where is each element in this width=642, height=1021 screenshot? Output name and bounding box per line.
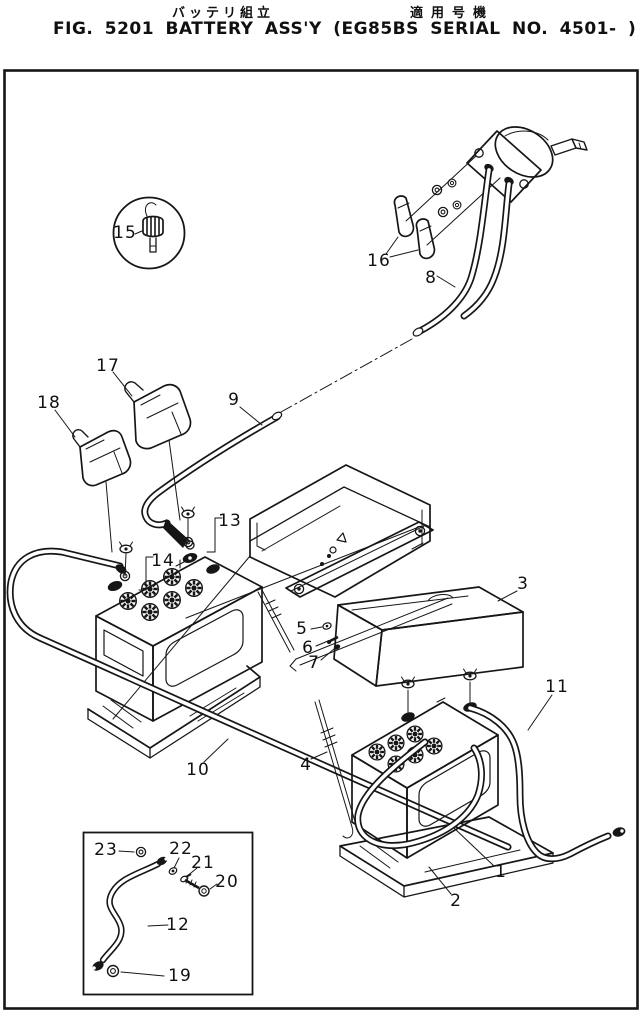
leader-5 [310, 626, 323, 630]
left-battery-stand [87, 665, 261, 759]
callout-17: 17 [96, 356, 120, 376]
leader-7 [320, 648, 335, 661]
terminal-boots-16 [385, 195, 436, 260]
polarity-mark [175, 559, 185, 569]
cable-8 [412, 166, 513, 337]
callout-4: 4 [300, 755, 312, 775]
header-japanese-title: バッテリ組立 [172, 6, 275, 21]
terminal-boot-17 [112, 371, 192, 521]
callout-8: 8 [425, 268, 437, 288]
detail-circle-part15 [112, 196, 186, 270]
header-japanese-serial-label: 適用号機 [410, 6, 495, 21]
leader-16 [385, 236, 399, 255]
leader-1 [453, 827, 495, 867]
bracket-13 [206, 517, 223, 553]
rear-rod [257, 589, 295, 653]
wing-bolt-13 [180, 506, 223, 563]
callout-2: 2 [450, 891, 462, 911]
callout-9: 9 [228, 390, 240, 410]
leader-22 [173, 857, 180, 869]
diagram-border [3, 69, 639, 1010]
right-loop-cable [354, 738, 485, 849]
leader-9 [239, 406, 263, 426]
leader-2 [428, 866, 452, 895]
leader-16 [389, 249, 419, 258]
callout-16: 16 [367, 251, 391, 271]
terminal-boot-18 [54, 409, 132, 553]
callout-22: 22 [169, 839, 193, 859]
mounting-plate [289, 597, 453, 672]
callout-12: 12 [166, 915, 190, 935]
leader-15 [134, 230, 143, 235]
callout-19: 19 [168, 966, 192, 986]
callout-10: 10 [186, 760, 210, 780]
figure-title: FIG. 5201 BATTERY ASS'Y (EG85BS SERIAL N… [53, 19, 637, 39]
wing-bolt-14 [118, 541, 154, 591]
leader-11 [527, 694, 553, 731]
callout-11: 11 [545, 677, 569, 697]
leader-4 [310, 751, 328, 760]
callout-21: 21 [191, 853, 215, 873]
leader-17 [112, 371, 133, 397]
leader-20 [209, 883, 218, 890]
cable-10 [6, 547, 512, 851]
cable-11 [466, 694, 626, 863]
callout-18: 18 [37, 393, 61, 413]
battery-cover-3 [333, 586, 524, 687]
callout-6: 6 [302, 638, 314, 658]
leader-23 [118, 850, 135, 853]
callout-20: 20 [215, 872, 239, 892]
leader-3 [497, 590, 518, 602]
leader-19 [120, 971, 165, 977]
right-battery [351, 668, 499, 859]
right-battery-stand [339, 816, 554, 898]
leader-8 [436, 275, 456, 288]
leader-18 [54, 409, 76, 438]
callout-23: 23 [94, 840, 118, 860]
callout-15: 15 [113, 223, 137, 243]
callout-13: 13 [218, 511, 242, 531]
leader-12 [147, 924, 169, 927]
callout-14: 14 [151, 551, 175, 571]
leader-6 [315, 640, 329, 647]
leader-10 [203, 738, 229, 763]
terminal-washers [431, 178, 462, 218]
battery-cover-channel [249, 464, 431, 598]
polarity-mark [436, 697, 446, 703]
centerline [280, 338, 413, 413]
callout-1: 1 [495, 862, 507, 882]
leader-21 [185, 867, 198, 878]
hold-down-bar [112, 521, 434, 720]
callout-5: 5 [296, 619, 308, 639]
callout-7: 7 [308, 653, 320, 673]
callout-3: 3 [517, 574, 529, 594]
rod-4 [310, 699, 357, 839]
inset-detail-box [82, 831, 254, 996]
left-battery [95, 556, 263, 722]
cable-9 [141, 406, 283, 550]
